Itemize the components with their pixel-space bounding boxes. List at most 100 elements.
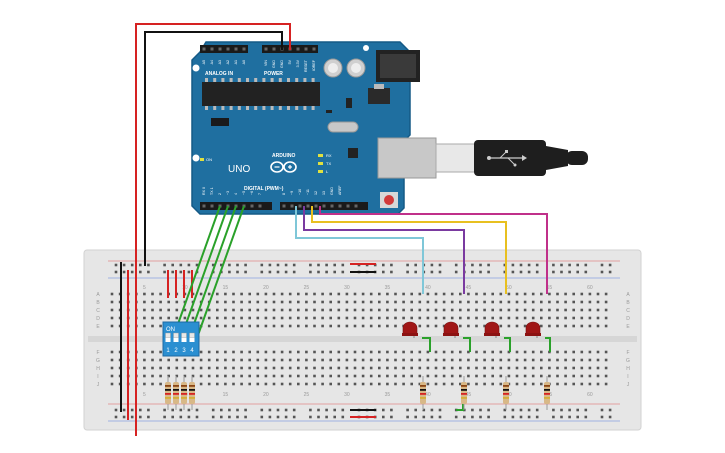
breadboard-hole[interactable] bbox=[199, 374, 203, 378]
breadboard-hole[interactable] bbox=[418, 292, 422, 296]
breadboard-hole[interactable] bbox=[175, 316, 179, 320]
breadboard-hole[interactable] bbox=[361, 324, 365, 328]
breadboard-hole[interactable] bbox=[321, 316, 324, 320]
breadboard-hole[interactable] bbox=[540, 358, 543, 362]
breadboard-hole[interactable] bbox=[572, 324, 575, 328]
breadboard-hole[interactable] bbox=[394, 350, 397, 354]
rail-hole[interactable] bbox=[487, 263, 490, 267]
breadboard-hole[interactable] bbox=[394, 382, 397, 386]
breadboard-hole[interactable] bbox=[588, 316, 592, 320]
rail-hole[interactable] bbox=[406, 415, 409, 419]
breadboard-hole[interactable] bbox=[531, 316, 535, 320]
rail-hole[interactable] bbox=[325, 415, 328, 419]
breadboard-hole[interactable] bbox=[224, 300, 227, 304]
breadboard-hole[interactable] bbox=[548, 292, 551, 296]
breadboard-hole[interactable] bbox=[564, 374, 567, 378]
breadboard-hole[interactable] bbox=[394, 324, 397, 328]
breadboard-hole[interactable] bbox=[143, 300, 146, 304]
rail-hole[interactable] bbox=[236, 408, 239, 412]
breadboard-hole[interactable] bbox=[191, 374, 195, 378]
breadboard-hole[interactable] bbox=[459, 308, 462, 312]
breadboard-hole[interactable] bbox=[264, 374, 268, 378]
breadboard-hole[interactable] bbox=[523, 382, 527, 386]
breadboard-hole[interactable] bbox=[199, 366, 203, 370]
rail-hole[interactable] bbox=[406, 270, 409, 274]
breadboard-hole[interactable] bbox=[216, 350, 219, 354]
breadboard-hole[interactable] bbox=[402, 350, 405, 354]
breadboard-hole[interactable] bbox=[580, 350, 584, 354]
resistor[interactable] bbox=[165, 376, 171, 410]
red-led[interactable] bbox=[525, 321, 541, 338]
breadboard-hole[interactable] bbox=[175, 300, 179, 304]
resistor[interactable] bbox=[173, 376, 179, 410]
breadboard-hole[interactable] bbox=[369, 324, 373, 328]
breadboard-hole[interactable] bbox=[507, 358, 511, 362]
breadboard-hole[interactable] bbox=[280, 374, 284, 378]
breadboard-hole[interactable] bbox=[507, 292, 511, 296]
breadboard-hole[interactable] bbox=[386, 292, 389, 296]
breadboard-hole[interactable] bbox=[183, 316, 187, 320]
breadboard-hole[interactable] bbox=[378, 374, 381, 378]
breadboard-hole[interactable] bbox=[297, 308, 300, 312]
breadboard-hole[interactable] bbox=[450, 292, 454, 296]
breadboard-hole[interactable] bbox=[232, 300, 235, 304]
breadboard-hole[interactable] bbox=[556, 366, 559, 370]
breadboard-hole[interactable] bbox=[199, 308, 203, 312]
breadboard-hole[interactable] bbox=[256, 350, 260, 354]
rail-hole[interactable] bbox=[479, 408, 482, 412]
rail-hole[interactable] bbox=[527, 263, 531, 267]
breadboard-hole[interactable] bbox=[442, 300, 446, 304]
rail-hole[interactable] bbox=[179, 415, 183, 419]
rail-hole[interactable] bbox=[163, 263, 166, 267]
breadboard-hole[interactable] bbox=[564, 308, 567, 312]
breadboard-hole[interactable] bbox=[515, 292, 519, 296]
rail-hole[interactable] bbox=[576, 270, 579, 274]
breadboard-hole[interactable] bbox=[378, 316, 381, 320]
header-pin[interactable] bbox=[314, 204, 318, 208]
breadboard-hole[interactable] bbox=[540, 300, 543, 304]
breadboard-hole[interactable] bbox=[475, 374, 478, 378]
breadboard-hole[interactable] bbox=[499, 374, 503, 378]
rail-hole[interactable] bbox=[560, 415, 563, 419]
breadboard-hole[interactable] bbox=[329, 374, 332, 378]
led-2-link[interactable] bbox=[463, 337, 471, 352]
rail-hole[interactable] bbox=[325, 408, 328, 412]
breadboard-hole[interactable] bbox=[345, 382, 349, 386]
rail-hole[interactable] bbox=[309, 263, 312, 267]
breadboard-hole[interactable] bbox=[175, 374, 179, 378]
breadboard-hole[interactable] bbox=[434, 316, 438, 320]
breadboard-hole[interactable] bbox=[288, 324, 292, 328]
rail-hole[interactable] bbox=[560, 408, 563, 412]
breadboard-hole[interactable] bbox=[491, 374, 494, 378]
breadboard-hole[interactable] bbox=[151, 358, 154, 362]
breadboard-hole[interactable] bbox=[191, 316, 195, 320]
breadboard-hole[interactable] bbox=[467, 382, 470, 386]
rail-hole[interactable] bbox=[608, 270, 612, 274]
breadboard-hole[interactable] bbox=[499, 308, 503, 312]
rail-hole[interactable] bbox=[552, 415, 555, 419]
breadboard-hole[interactable] bbox=[353, 300, 357, 304]
header-pin[interactable] bbox=[226, 47, 230, 51]
rail-hole[interactable] bbox=[220, 263, 223, 267]
rail-hole[interactable] bbox=[179, 263, 183, 267]
rail-hole[interactable] bbox=[341, 263, 345, 267]
breadboard-hole[interactable] bbox=[248, 324, 251, 328]
breadboard-hole[interactable] bbox=[159, 324, 162, 328]
breadboard-hole[interactable] bbox=[256, 374, 260, 378]
breadboard-hole[interactable] bbox=[297, 382, 300, 386]
breadboard-hole[interactable] bbox=[459, 324, 462, 328]
breadboard-hole[interactable] bbox=[305, 350, 308, 354]
breadboard-hole[interactable] bbox=[491, 300, 494, 304]
breadboard-hole[interactable] bbox=[507, 366, 511, 370]
rail-hole[interactable] bbox=[147, 270, 150, 274]
breadboard-hole[interactable] bbox=[523, 308, 527, 312]
breadboard-hole[interactable] bbox=[216, 366, 219, 370]
breadboard-hole[interactable] bbox=[264, 350, 268, 354]
usb-cable[interactable] bbox=[377, 137, 588, 179]
breadboard-hole[interactable] bbox=[272, 300, 276, 304]
breadboard-hole[interactable] bbox=[548, 374, 551, 378]
breadboard-hole[interactable] bbox=[596, 350, 600, 354]
breadboard-hole[interactable] bbox=[337, 308, 341, 312]
breadboard-hole[interactable] bbox=[426, 292, 430, 296]
breadboard-hole[interactable] bbox=[418, 382, 422, 386]
